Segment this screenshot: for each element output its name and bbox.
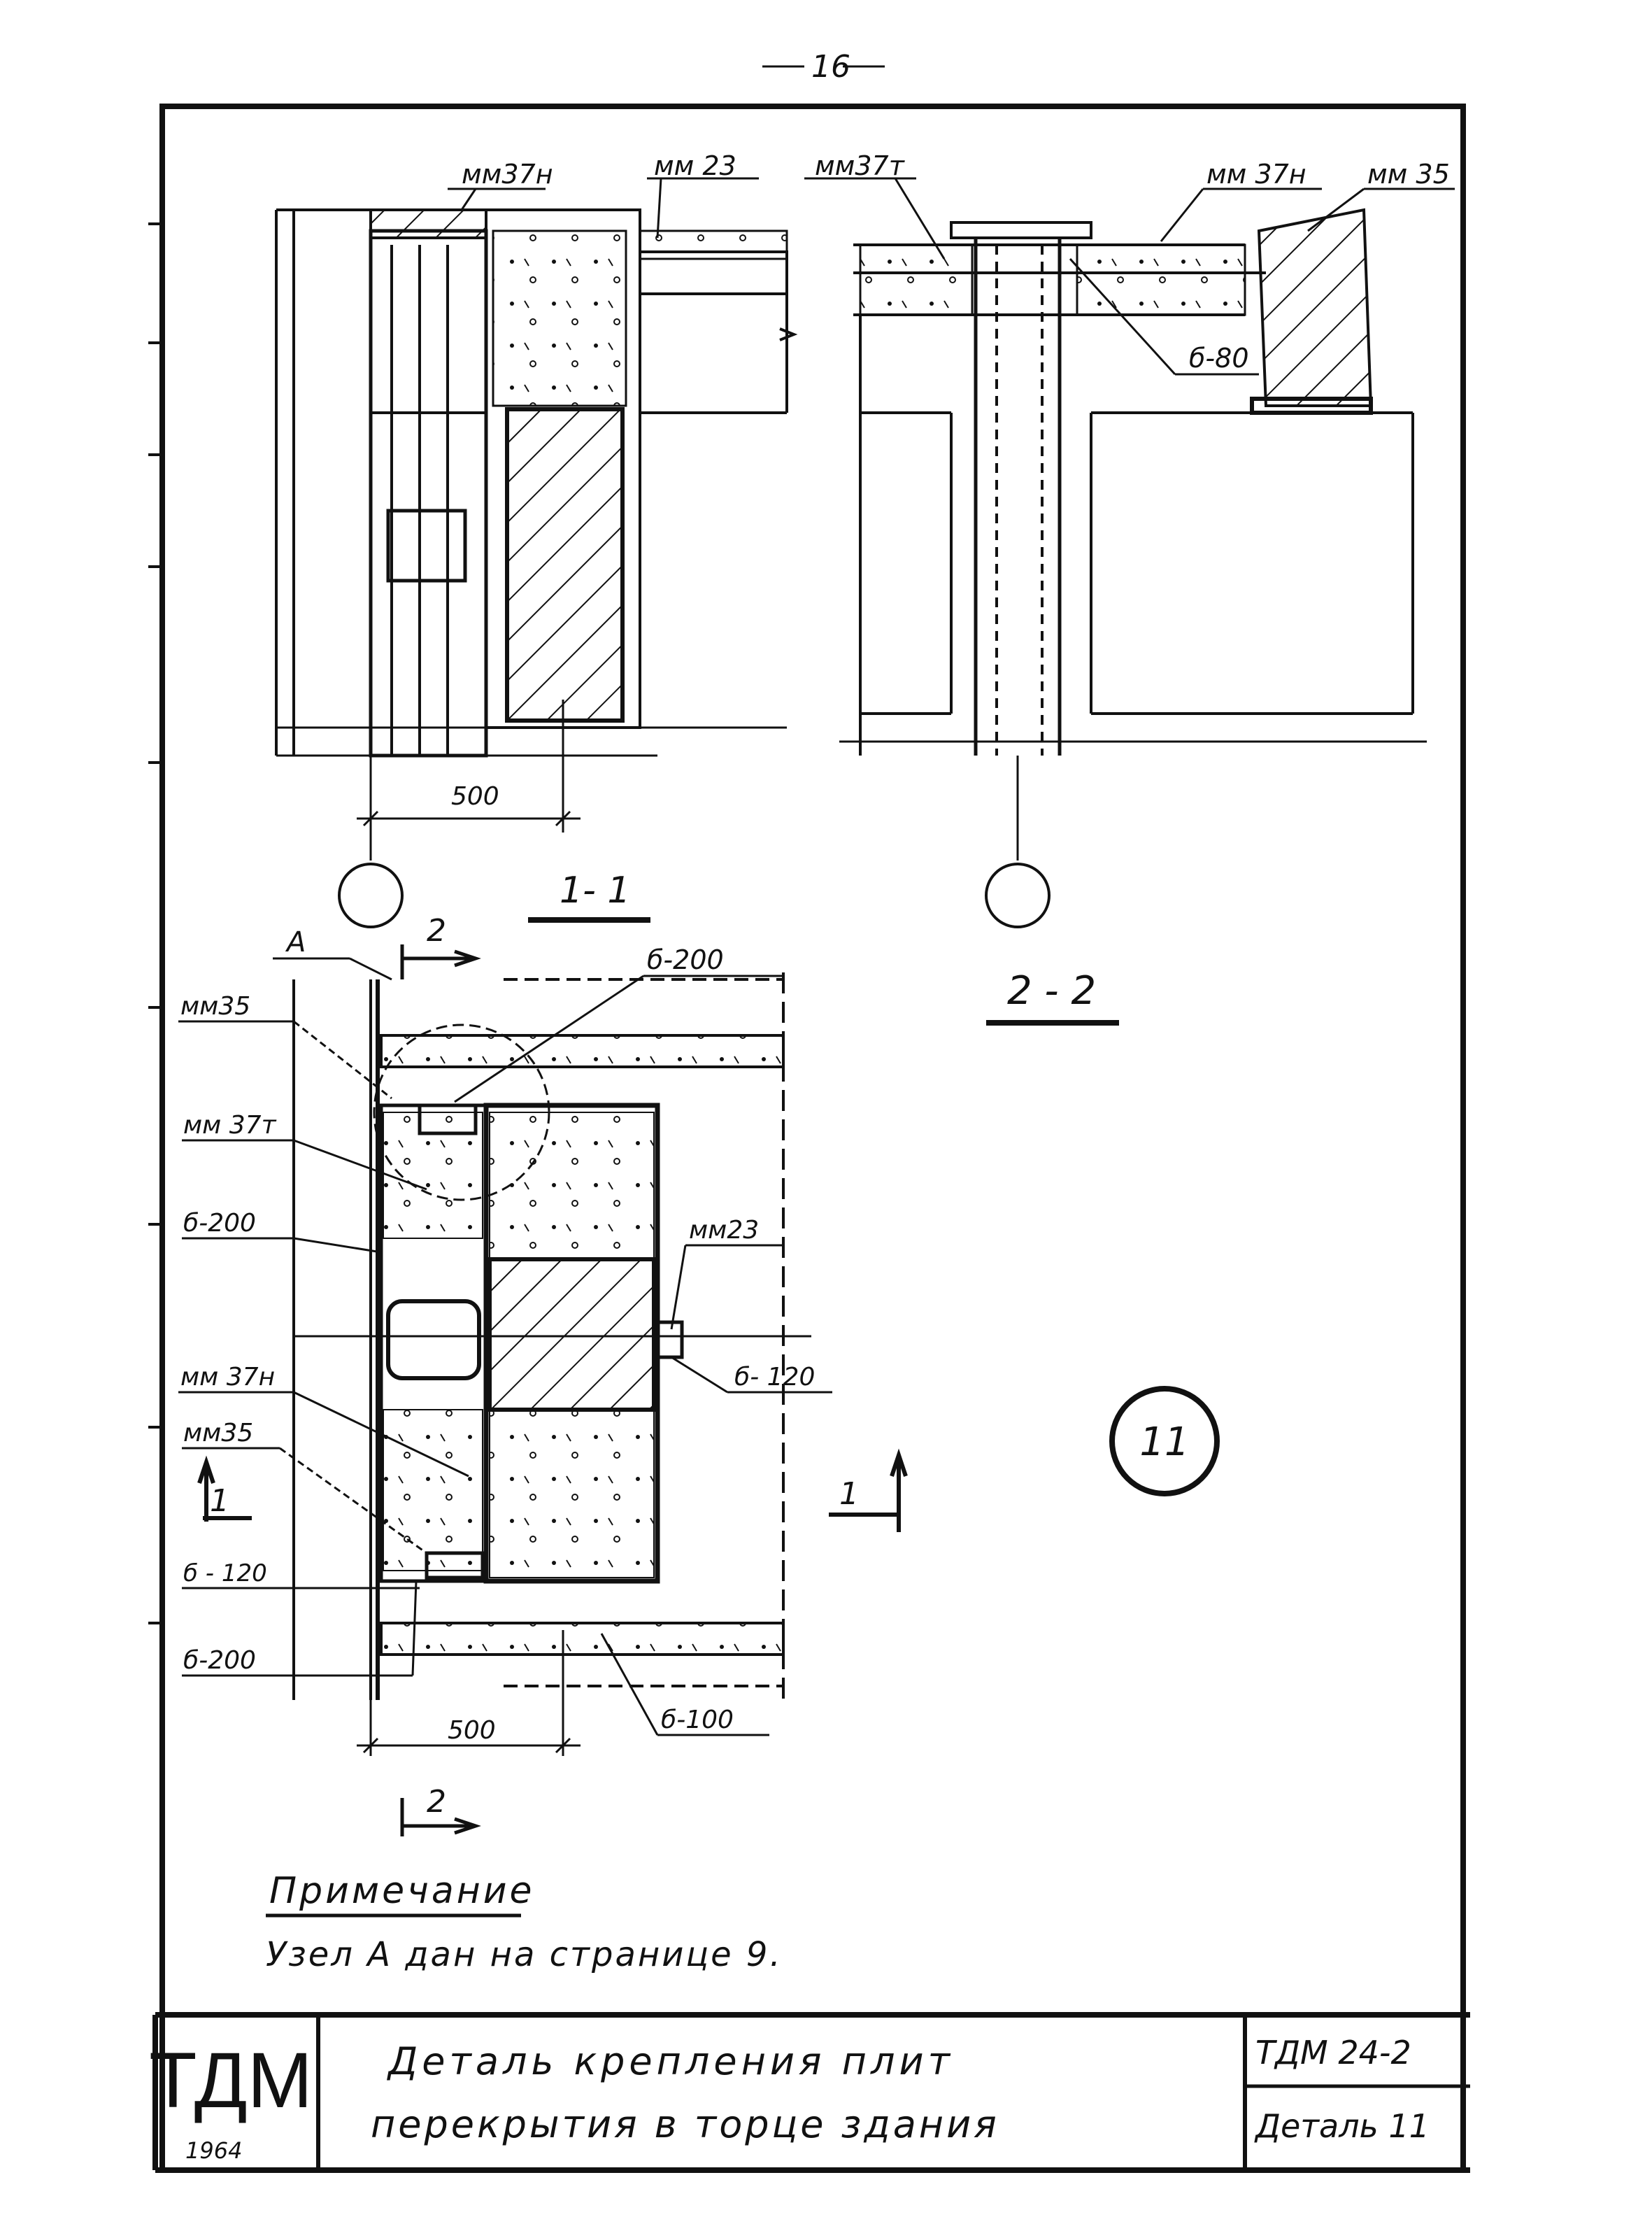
dimension-500-top: 500 (451, 782, 499, 811)
org-logo-tdm: ТДМ (149, 2037, 313, 2124)
label-b120-plan-right: б- 120 (734, 1363, 815, 1391)
note-text: Узел А дан на странице 9. (266, 1935, 783, 1974)
sheet-frame (159, 104, 1466, 2173)
label-mm37n-right: мм 37н (1206, 159, 1306, 190)
detail-number-badge: 11 (1109, 1386, 1220, 1496)
label-mm35-plan-top: мм35 (180, 992, 250, 1021)
label-mm23-plan: мм23 (689, 1216, 759, 1245)
page-number: 16 (762, 49, 885, 85)
section-mark-2-bottom: 2 (427, 1784, 446, 1820)
label-mm23-top: мм 23 (654, 150, 736, 181)
label-b200-top: б-200 (647, 944, 724, 975)
section-2-2-title: 2 - 2 (986, 968, 1119, 1026)
title-block-code: ТДМ 24-2 (1255, 2034, 1411, 2071)
dimension-500-plan: 500 (448, 1716, 496, 1745)
label-b120-plan-left: б - 120 (183, 1559, 267, 1587)
note-block: Примечание Узел А дан на странице 9. (266, 1870, 783, 1974)
section-1-1-drawing (275, 177, 798, 928)
margin-ticks (148, 222, 162, 1624)
label-mm37n-top: мм37н (462, 159, 553, 190)
label-b80: б-80 (1189, 343, 1249, 374)
svg-text:2 - 2: 2 - 2 (1007, 968, 1096, 1014)
label-b100: б-100 (661, 1706, 734, 1734)
label-mm37t-top: мм37т (815, 150, 906, 181)
section-mark-1-right: 1 (839, 1476, 859, 1512)
label-b200-plan: б-200 (183, 1209, 256, 1238)
svg-text:11: 11 (1139, 1419, 1189, 1465)
svg-text:16: 16 (811, 49, 850, 85)
section-2-2-drawing (804, 177, 1455, 928)
title-block-sheet: Деталь 11 (1254, 2107, 1430, 2145)
title-block-title-line2: перекрытия в торце здания (371, 2102, 999, 2146)
label-mm37n-plan: мм 37н (180, 1363, 275, 1391)
section-mark-1-left: 1 (210, 1483, 229, 1519)
svg-text:1- 1: 1- 1 (560, 870, 630, 912)
label-node-a: А (285, 926, 306, 958)
title-block (152, 2012, 1470, 2173)
section-mark-2-top: 2 (427, 913, 446, 949)
plan-drawing (178, 944, 908, 1836)
title-block-year: 1964 (185, 2137, 242, 2164)
label-mm35-top: мм 35 (1367, 159, 1450, 190)
label-b200-plan-bottom: б-200 (183, 1646, 256, 1675)
label-mm37t-plan: мм 37т (183, 1111, 277, 1140)
section-1-1-title: 1- 1 (528, 870, 650, 923)
title-block-title-line1: Деталь крепления плит (387, 2039, 954, 2083)
label-mm35-plan-bottom: мм35 (183, 1419, 253, 1447)
note-title: Примечание (269, 1870, 535, 1912)
